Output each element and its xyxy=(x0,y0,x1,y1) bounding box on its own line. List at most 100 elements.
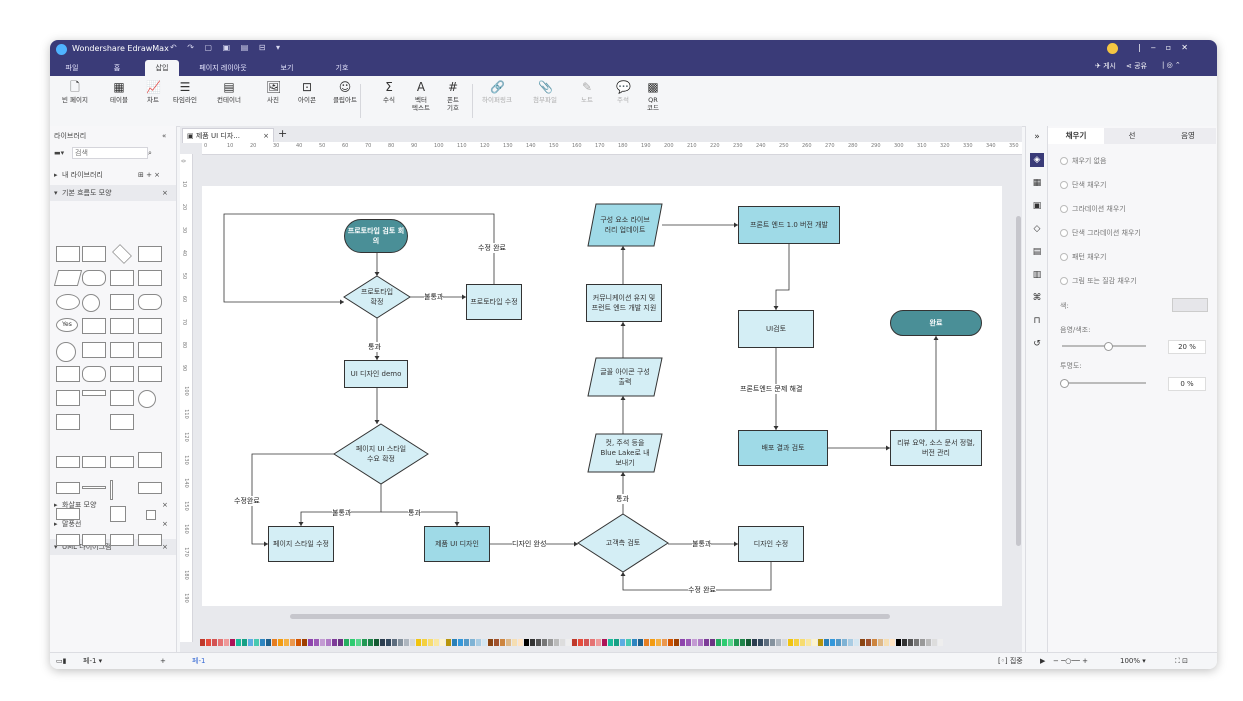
color-swatch[interactable] xyxy=(266,639,271,646)
color-swatch[interactable] xyxy=(590,639,595,646)
close-section-icon[interactable]: × xyxy=(162,520,168,528)
library-shape[interactable] xyxy=(82,342,106,358)
close-section-icon[interactable]: × xyxy=(162,189,168,197)
color-swatch[interactable] xyxy=(302,639,307,646)
color-swatch[interactable] xyxy=(764,639,769,646)
flow-node-n_release_review[interactable]: 배포 결과 검토 xyxy=(738,430,828,466)
color-swatch[interactable] xyxy=(500,639,505,646)
fill-option-1[interactable]: 단색 채우기 xyxy=(1060,180,1106,190)
play-icon[interactable]: ▶ xyxy=(1040,657,1046,665)
color-swatch[interactable] xyxy=(578,639,583,646)
library-shape[interactable] xyxy=(110,506,126,522)
color-swatch[interactable] xyxy=(674,639,679,646)
color-swatch[interactable] xyxy=(326,639,331,646)
flow-node-n_comm[interactable]: 커뮤니케이션 유지 및 프런트 엔드 개발 지원 xyxy=(586,284,662,322)
library-shape[interactable] xyxy=(56,342,76,362)
ribbon-button-14[interactable]: 💬주석 xyxy=(606,80,640,104)
library-shape[interactable] xyxy=(112,244,132,264)
quick-access-toolbar[interactable]: ↶ ↷ ▢ ▣ ▤ ⊟ ▾ xyxy=(170,43,285,52)
color-swatch[interactable] xyxy=(296,639,301,646)
color-swatch[interactable] xyxy=(914,639,919,646)
color-swatch[interactable] xyxy=(272,639,277,646)
color-swatch[interactable] xyxy=(662,639,667,646)
flow-node-n_icon_output[interactable]: 글꼴 아이콘 구성 출력 xyxy=(600,368,650,386)
connect-icon[interactable]: ⌘ xyxy=(1032,293,1042,303)
library-shape[interactable] xyxy=(56,482,80,494)
color-swatch[interactable] xyxy=(536,639,541,646)
color-swatch[interactable] xyxy=(410,639,415,646)
library-shape[interactable] xyxy=(82,246,106,262)
color-swatch[interactable] xyxy=(716,639,721,646)
color-swatch[interactable] xyxy=(446,639,451,646)
add-library-icon[interactable]: ⊞ + × xyxy=(138,171,161,179)
flow-node-n_ui_review[interactable]: UI검토 xyxy=(738,310,814,348)
color-swatch[interactable] xyxy=(602,639,607,646)
color-swatch[interactable] xyxy=(860,639,865,646)
menu-tab-2[interactable]: 삽입 xyxy=(145,60,179,76)
library-shape[interactable] xyxy=(56,414,80,430)
flow-node-n_export[interactable]: 컷, 주석 등을 Blue Lake로 내보내기 xyxy=(600,439,650,467)
color-swatch[interactable] xyxy=(434,639,439,646)
search-icon[interactable]: ⌕ xyxy=(148,149,152,157)
ribbon-button-6[interactable]: ⊡아이콘 xyxy=(290,80,324,104)
flow-node-n_doc[interactable]: 리뷰 요약, 소스 문서 정렬, 버전 관리 xyxy=(890,430,982,466)
fill-icon[interactable]: ◈ xyxy=(1030,153,1044,167)
color-swatch[interactable] xyxy=(422,639,427,646)
color-swatch[interactable] xyxy=(308,639,313,646)
flow-node-n_fe_dev[interactable]: 프론트 엔드 1.0 버전 개발 xyxy=(738,206,840,244)
library-shape[interactable] xyxy=(138,246,162,262)
document-tab[interactable]: ▣ 제품 UI 디자... × xyxy=(182,128,274,143)
color-swatch[interactable] xyxy=(554,639,559,646)
color-swatch[interactable] xyxy=(542,639,547,646)
flow-node-n_customer_review[interactable]: 고객측 검토 xyxy=(605,538,641,547)
library-section-1[interactable]: ▸화살표 모양× xyxy=(50,497,176,513)
flow-node-n_done[interactable]: 완료 xyxy=(890,310,982,336)
library-shape[interactable] xyxy=(138,452,162,468)
color-swatch[interactable] xyxy=(488,639,493,646)
color-swatch[interactable] xyxy=(932,639,937,646)
color-swatch[interactable] xyxy=(758,639,763,646)
color-swatch[interactable] xyxy=(386,639,391,646)
library-shape[interactable] xyxy=(56,534,80,546)
color-swatch[interactable] xyxy=(836,639,841,646)
flow-node-n_lib_update[interactable]: 구성 요소 라이브러리 업데이트 xyxy=(600,216,650,234)
vertical-scrollbar[interactable] xyxy=(1016,216,1021,546)
color-swatch[interactable] xyxy=(770,639,775,646)
radio-button[interactable] xyxy=(1060,205,1068,213)
color-swatch[interactable] xyxy=(356,639,361,646)
radio-button[interactable] xyxy=(1060,277,1068,285)
color-swatch[interactable] xyxy=(776,639,781,646)
page-icon[interactable]: ▤ xyxy=(1032,247,1042,257)
transparency-slider[interactable] xyxy=(1062,382,1146,384)
fit-page-icon[interactable]: ⛶ ⊡ xyxy=(1175,657,1188,665)
color-swatch[interactable] xyxy=(518,639,523,646)
library-shape[interactable] xyxy=(82,270,106,286)
layers-icon[interactable]: ◇ xyxy=(1033,224,1041,234)
color-swatch[interactable] xyxy=(884,639,889,646)
color-swatch[interactable] xyxy=(848,639,853,646)
fill-option-4[interactable]: 패턴 채우기 xyxy=(1060,252,1106,262)
color-swatch[interactable] xyxy=(218,639,223,646)
color-swatch[interactable] xyxy=(248,639,253,646)
radio-button[interactable] xyxy=(1060,157,1068,165)
color-swatch[interactable] xyxy=(728,639,733,646)
color-swatch[interactable] xyxy=(512,639,517,646)
color-swatch[interactable] xyxy=(920,639,925,646)
color-swatch[interactable] xyxy=(206,639,211,646)
flow-node-n_ui_demo[interactable]: UI 디자인 demo xyxy=(344,360,408,388)
expand-panel-icon[interactable]: » xyxy=(1034,132,1040,142)
my-library-row[interactable]: ▸ 내 라이브러리 ⊞ + × xyxy=(50,167,176,183)
menu-tab-3[interactable]: 페이지 레이아웃 xyxy=(199,64,247,72)
fill-option-3[interactable]: 단색 그라데이션 채우기 xyxy=(1060,228,1141,238)
library-shape[interactable] xyxy=(56,508,80,520)
color-swatch[interactable] xyxy=(374,639,379,646)
add-page-button[interactable]: + xyxy=(160,657,166,665)
color-swatch[interactable] xyxy=(842,639,847,646)
library-section-0[interactable]: ▾기본 흐름도 모양× xyxy=(50,185,176,201)
close-tab-icon[interactable]: × xyxy=(263,132,269,140)
library-shape[interactable] xyxy=(110,456,134,468)
fill-option-0[interactable]: 채우기 없음 xyxy=(1060,156,1106,166)
color-swatch[interactable] xyxy=(632,639,637,646)
color-swatch[interactable] xyxy=(656,639,661,646)
library-shape[interactable] xyxy=(110,414,134,430)
